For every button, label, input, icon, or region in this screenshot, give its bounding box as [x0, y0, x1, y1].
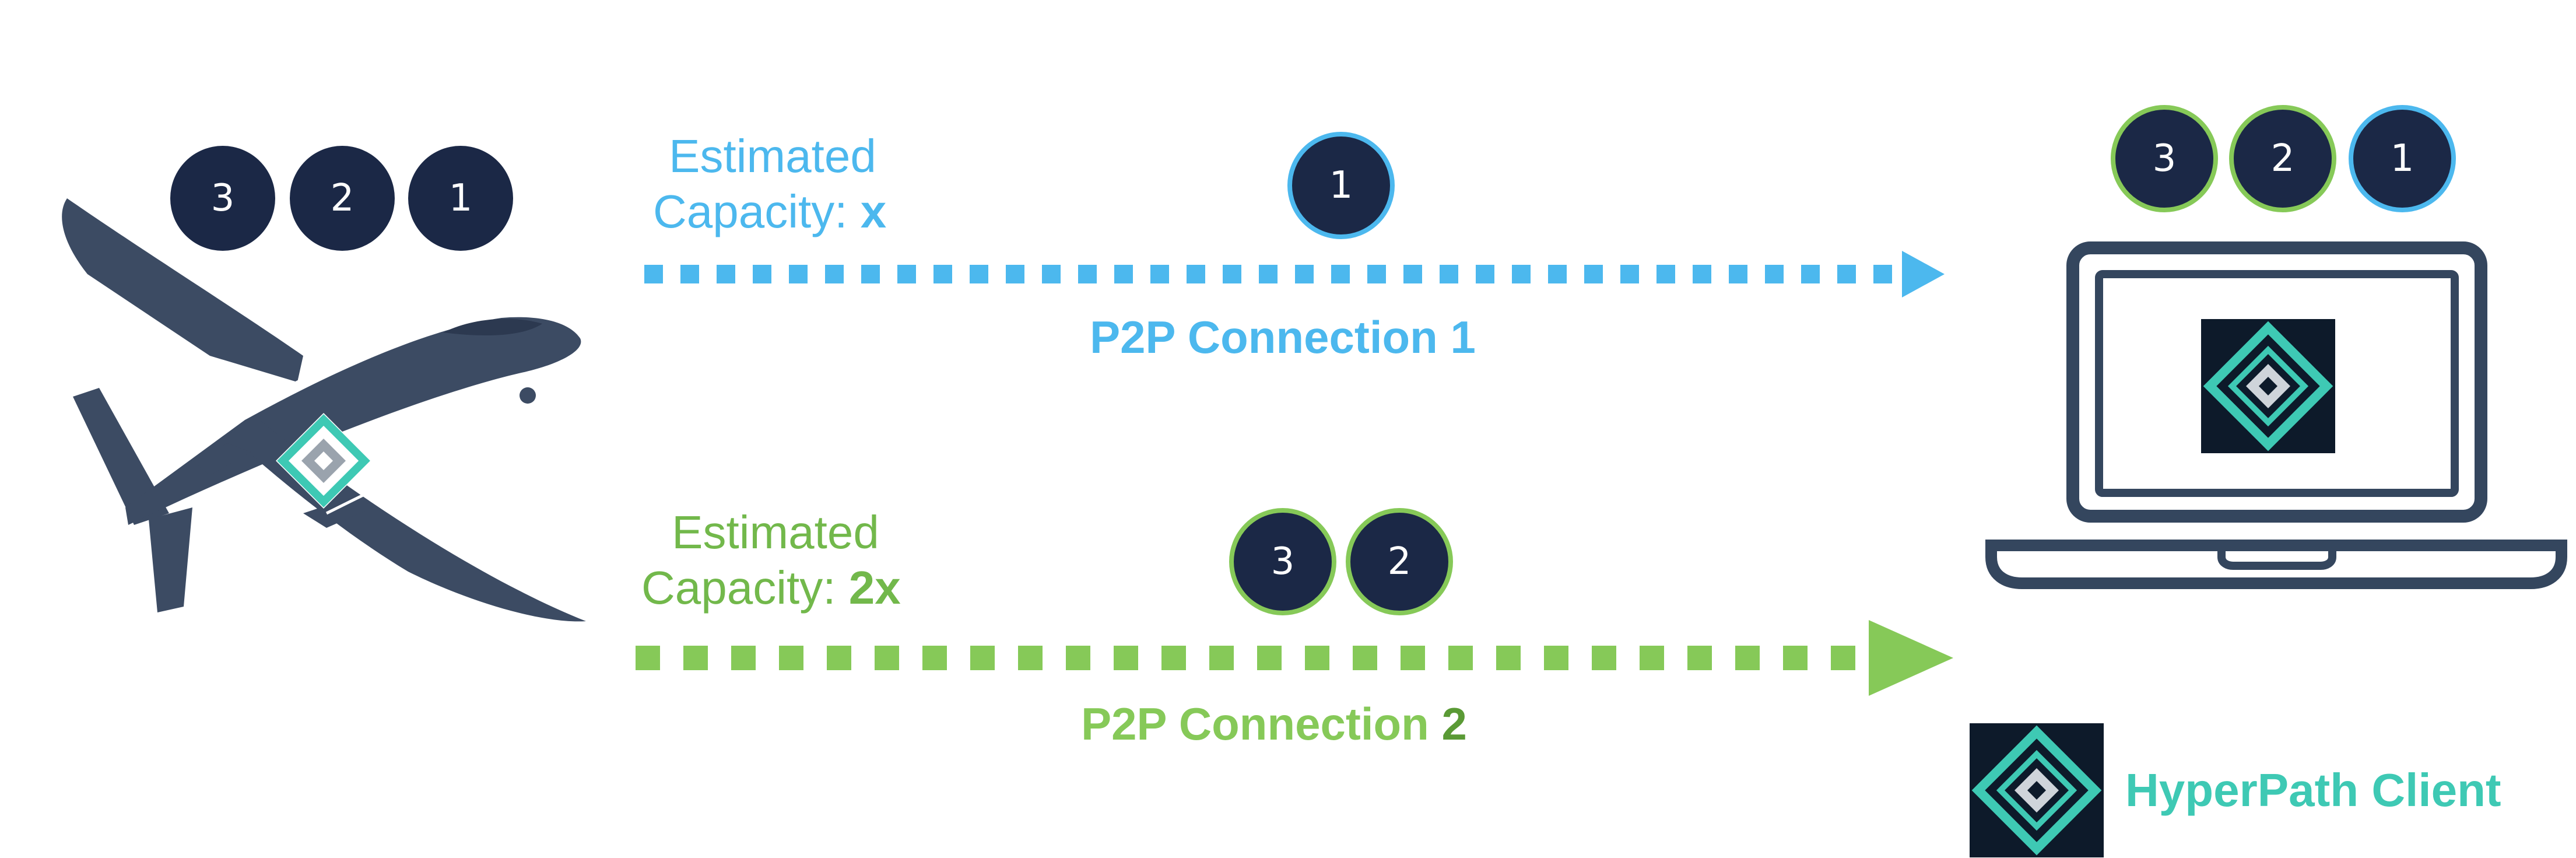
- svg-text:3: 3: [1271, 540, 1295, 583]
- drone-queue: 3 2 1: [170, 146, 513, 251]
- legend-label: HyperPath Client: [2125, 764, 2501, 816]
- connection-2-packet: 2: [1346, 508, 1453, 615]
- svg-text:1: 1: [1329, 164, 1353, 207]
- connection-2-capacity-label: Estimated: [672, 506, 879, 558]
- connection-1-capacity-label: Estimated: [669, 130, 876, 182]
- drone-queue-packet: 3: [170, 146, 275, 251]
- connection-2: Estimated Capacity: 2x 3 2 P2P Connectio…: [636, 506, 1953, 750]
- svg-text:1: 1: [2391, 137, 2414, 180]
- drone-queue-packet: 2: [290, 146, 395, 251]
- drone-icon: [62, 198, 586, 622]
- svg-text:2: 2: [1388, 540, 1412, 583]
- client-received-packet: 2: [2229, 105, 2336, 212]
- drone-hyperpath-logo-icon: [276, 413, 371, 509]
- drone-queue-packet: 1: [408, 146, 513, 251]
- connection-1-capacity-line: Capacity: x: [653, 185, 886, 237]
- connection-2-arrowhead-icon: [1869, 620, 1953, 696]
- svg-text:1: 1: [449, 177, 473, 220]
- connection-1: Estimated Capacity: x 1 P2P Connection 1: [644, 130, 1945, 363]
- client-received-packet: 1: [2349, 105, 2456, 212]
- svg-text:2: 2: [2271, 137, 2295, 180]
- laptop-icon: [1985, 241, 2567, 589]
- connection-1-packet: 1: [1287, 132, 1395, 239]
- svg-text:3: 3: [2153, 137, 2177, 180]
- svg-text:2: 2: [331, 177, 355, 220]
- client-received-packet: 3: [2111, 105, 2218, 212]
- connection-1-name: P2P Connection 1: [1090, 311, 1476, 363]
- connection-2-name: P2P Connection 2: [1081, 698, 1467, 750]
- client-received-queue: 3 2 1: [2111, 105, 2456, 212]
- connection-1-arrowhead-icon: [1902, 251, 1945, 297]
- svg-text:3: 3: [211, 177, 235, 220]
- legend: HyperPath Client: [1970, 723, 2501, 857]
- connection-2-packet: 3: [1229, 508, 1336, 615]
- laptop-hyperpath-logo-icon: [2201, 319, 2335, 453]
- connection-2-capacity-line: Capacity: 2x: [641, 562, 901, 614]
- legend-hyperpath-logo-icon: [1970, 723, 2104, 857]
